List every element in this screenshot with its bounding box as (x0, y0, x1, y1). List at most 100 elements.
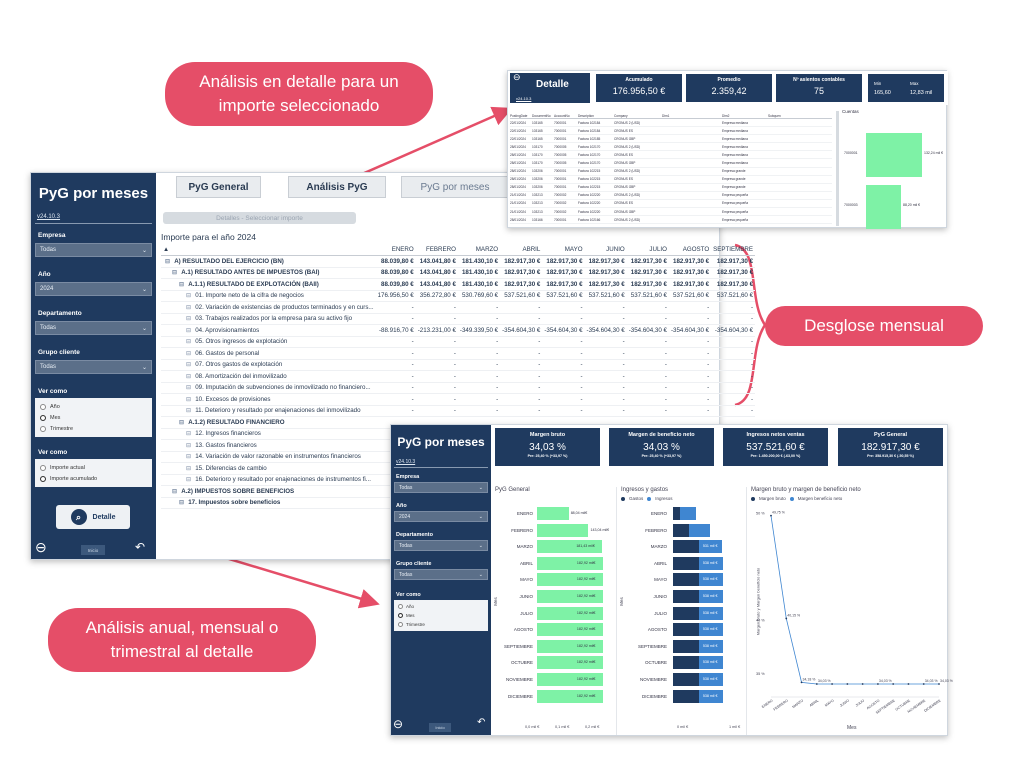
version-link[interactable]: v24.10.3 (516, 96, 532, 101)
matrix-cell[interactable]: - (664, 407, 667, 415)
pyg-bar[interactable] (537, 623, 603, 637)
matrix-cell[interactable]: -354.604,30 € (586, 326, 625, 334)
inicio-button[interactable]: Inicio (81, 545, 105, 555)
matrix-cell[interactable]: 537.521,60 € (630, 292, 667, 300)
matrix-cell[interactable]: - (580, 315, 583, 323)
matrix-cell[interactable]: 182.917,30 € (716, 280, 754, 288)
matrix-cell[interactable]: 143.041,80 € (419, 257, 456, 265)
gastos-bar[interactable] (673, 556, 699, 570)
scrollbar[interactable] (836, 111, 839, 226)
ingresos-bar[interactable] (698, 639, 723, 653)
matrix-cell[interactable]: - (538, 303, 541, 311)
expand-icon[interactable]: ⊟ (186, 407, 192, 415)
pyg-bar[interactable] (537, 507, 569, 520)
radio-anio[interactable]: Año (398, 602, 484, 611)
matrix-row[interactable]: ⊟08. Amortización del inmovilizado------… (161, 371, 756, 382)
filter-empresa-select[interactable]: Todas⌄ (35, 243, 152, 257)
pyg-bar[interactable] (537, 656, 603, 670)
undo-icon[interactable]: ↶ (477, 717, 486, 728)
ingresos-bar[interactable] (679, 507, 697, 520)
radio-trimestre[interactable]: Trimestre (398, 620, 484, 629)
detail-column-header[interactable]: Company (614, 114, 628, 118)
matrix-cell[interactable]: - (496, 361, 499, 369)
matrix-cell[interactable]: - (538, 395, 541, 403)
matrix-row[interactable]: ⊟05. Otros ingresos de explotación------… (161, 336, 756, 348)
matrix-column-header[interactable]: MAYO (542, 244, 585, 256)
matrix-cell[interactable]: - (453, 303, 456, 311)
matrix-cell[interactable]: - (496, 384, 499, 392)
matrix-cell[interactable]: 182.917,30 € (546, 269, 583, 277)
expand-icon[interactable]: ⊟ (172, 269, 178, 277)
margen-point[interactable] (861, 683, 864, 685)
matrix-cell[interactable]: - (622, 384, 625, 392)
matrix-column-header[interactable]: AGOSTO (668, 244, 712, 256)
expand-icon[interactable]: ⊟ (186, 326, 192, 334)
version-link[interactable]: v24.10.3 (37, 214, 61, 220)
expand-icon[interactable]: ⊟ (186, 430, 192, 438)
detail-column-header[interactable]: AccountNo (554, 114, 570, 118)
matrix-column-header[interactable]: FEBRERO (415, 244, 458, 256)
matrix-row[interactable]: ⊟A.1) RESULTADO ANTES DE IMPUESTOS (BAI)… (161, 267, 756, 279)
matrix-cell[interactable]: - (750, 361, 754, 369)
matrix-cell[interactable]: 182.917,30 € (716, 257, 754, 265)
matrix-cell[interactable]: - (453, 384, 456, 392)
detail-column-header[interactable]: Dim2 (722, 114, 730, 118)
matrix-column-header[interactable]: ENERO (375, 244, 416, 256)
expand-icon[interactable]: ⊟ (186, 315, 192, 323)
matrix-cell[interactable]: - (707, 349, 710, 357)
matrix-cell[interactable]: - (538, 361, 541, 369)
matrix-cell[interactable]: 182.917,30 € (673, 257, 710, 265)
matrix-cell[interactable]: - (707, 372, 710, 380)
expand-icon[interactable]: ⊟ (179, 499, 185, 507)
matrix-cell[interactable]: - (411, 361, 414, 369)
matrix-cell[interactable]: - (622, 361, 625, 369)
matrix-cell[interactable]: - (453, 407, 456, 415)
filter-grupo-select[interactable]: Todas⌄ (394, 569, 488, 580)
back-icon[interactable]: ⊖ (513, 72, 521, 82)
matrix-cell[interactable]: - (411, 349, 414, 357)
ingresos-bar[interactable] (698, 590, 723, 603)
matrix-cell[interactable]: 182.917,30 € (673, 280, 710, 288)
ingresos-bar[interactable] (698, 623, 723, 637)
gastos-bar[interactable] (673, 623, 699, 637)
tab-pyg-por-meses[interactable]: PyG por meses (401, 176, 509, 198)
undo-icon[interactable]: ↶ (135, 540, 146, 554)
matrix-cell[interactable]: - (411, 372, 414, 380)
filter-empresa-select[interactable]: Todas⌄ (394, 482, 488, 493)
detail-column-header[interactable]: Description (578, 114, 594, 118)
matrix-column-header[interactable]: SEPTIEMBRE (711, 244, 756, 256)
margen-point[interactable] (815, 683, 818, 685)
matrix-row[interactable]: ⊟09. Imputación de subvenciones de inmov… (161, 382, 756, 394)
ingresos-bar[interactable] (698, 656, 723, 670)
matrix-cell[interactable]: - (411, 407, 414, 415)
matrix-cell[interactable]: - (496, 315, 499, 323)
matrix-cell[interactable]: 88.039,80 € (381, 269, 414, 277)
matrix-cell[interactable]: - (622, 338, 625, 346)
pyg-bar[interactable] (537, 573, 603, 587)
matrix-cell[interactable]: - (496, 395, 499, 403)
matrix-cell[interactable]: 181.430,10 € (461, 280, 499, 288)
matrix-cell[interactable]: - (707, 407, 710, 415)
filter-anio-select[interactable]: 2024⌄ (35, 282, 152, 296)
matrix-cell[interactable]: - (538, 315, 541, 323)
matrix-cell[interactable]: 182.917,30 € (504, 257, 541, 265)
gastos-bar[interactable] (673, 606, 699, 620)
matrix-cell[interactable]: - (750, 303, 754, 311)
matrix-column-header[interactable]: ABRIL (500, 244, 543, 256)
expand-icon[interactable]: ⊟ (186, 372, 192, 380)
ingresos-bar[interactable] (698, 556, 723, 570)
filter-anio-select[interactable]: 2024⌄ (394, 511, 488, 522)
matrix-cell[interactable]: - (580, 372, 583, 380)
matrix-row[interactable]: ⊟A.1.1) RESULTADO DE EXPLOTACIÓN (BAII)8… (161, 279, 756, 290)
gastos-bar[interactable] (673, 540, 699, 554)
ingresos-bar[interactable] (698, 606, 723, 620)
expand-icon[interactable]: ⊟ (186, 338, 192, 346)
matrix-row[interactable]: ⊟01. Importe neto de la cifra de negocio… (161, 290, 756, 302)
inicio-button[interactable]: Inicio (429, 723, 451, 732)
detail-select-button[interactable]: Detalles - Seleccionar importe (163, 212, 356, 224)
